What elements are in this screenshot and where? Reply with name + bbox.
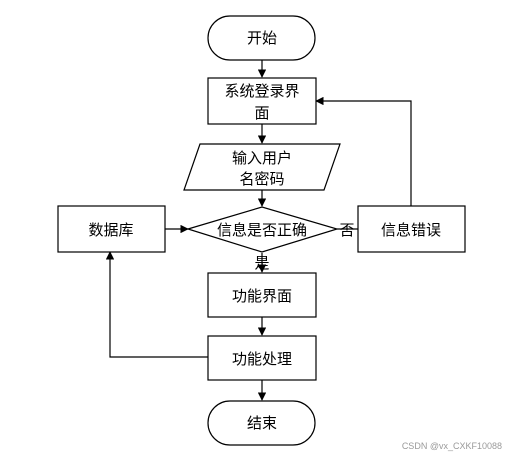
login-label-line2: 面 [254, 104, 269, 122]
node-function-page: 功能界面 [207, 272, 317, 318]
database-label: 数据库 [88, 221, 133, 239]
no-label: 否 [339, 221, 354, 239]
start-terminal [207, 15, 316, 61]
node-function-process: 功能处理 [207, 335, 317, 381]
node-check: 信息是否正确 [185, 206, 340, 253]
check-diamond [185, 206, 340, 253]
function-page-label: 功能界面 [232, 287, 292, 305]
function-process-box [207, 335, 317, 381]
input-parallelogram [183, 143, 341, 191]
login-box [207, 77, 317, 125]
node-input: 输入用户 名密码 [183, 143, 341, 191]
input-label-line1: 输入用户 [232, 149, 292, 167]
function-process-label: 功能处理 [232, 350, 292, 368]
node-login: 系统登录界 面 [207, 77, 317, 125]
function-page-box [207, 272, 317, 318]
node-error: 信息错误 [357, 205, 466, 253]
connectors [105, 60, 412, 401]
database-box [57, 205, 166, 253]
node-database: 数据库 [57, 205, 166, 253]
error-label: 信息错误 [381, 221, 441, 239]
node-start: 开始 [207, 15, 316, 61]
yes-label: 是 [254, 254, 269, 272]
start-label: 开始 [247, 29, 277, 47]
error-box [357, 205, 466, 253]
edge-error-to-login [315, 96, 412, 206]
login-label-line1: 系统登录界 [224, 82, 299, 100]
check-label: 信息是否正确 [217, 221, 307, 239]
input-label-line2: 名密码 [239, 170, 284, 188]
edge-process-to-database [105, 251, 208, 358]
end-label: 结束 [247, 414, 277, 432]
node-end: 结束 [207, 400, 316, 446]
watermark: CSDN @vx_CXKF10088 [402, 441, 502, 451]
end-terminal [207, 400, 316, 446]
